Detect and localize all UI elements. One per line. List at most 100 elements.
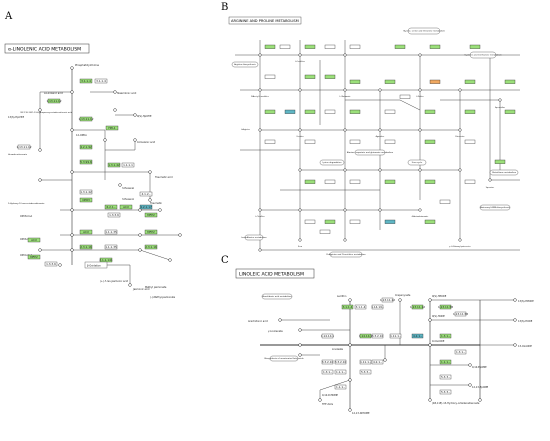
map-link-box: [231, 61, 259, 68]
compound-label: Creatine: [296, 135, 305, 138]
compound-node: [70, 128, 74, 132]
compound-node: [343, 128, 347, 132]
compound-node: [513, 343, 517, 347]
gene-label: 3.1.1.4: [356, 305, 366, 309]
gene-box: [411, 304, 424, 310]
compound-node: [38, 178, 42, 182]
gene-box: [79, 189, 93, 195]
gene-box: [144, 212, 158, 218]
compound-node: [298, 53, 302, 57]
gene-box: [304, 109, 316, 114]
compound-label: 9,10-DiHOME: [322, 394, 338, 397]
compound-label: 9(S)-HPODE: [432, 295, 447, 298]
gene-box: [354, 304, 367, 310]
gene-label: 1.1.1.-: [441, 360, 450, 364]
gene-label: 3.3.2.10: [335, 360, 347, 364]
gene-box: [381, 297, 394, 303]
compound-node: [58, 263, 62, 267]
compound-label: 9-OxoODE: [432, 340, 445, 343]
compound-node: [178, 233, 182, 237]
compound-node: [298, 88, 302, 92]
gene-box: [264, 139, 276, 144]
gene-box: [384, 79, 396, 84]
compound-label: 9-Hydroxy-12-oxo-octadecadienoate: [8, 202, 45, 205]
compound-node: [428, 318, 432, 322]
compound-label: 12-OPDA: [76, 134, 87, 137]
compound-label: (9Z,11E)-13-Hydroxy-octadecadienoate: [432, 402, 480, 405]
compound-node: [70, 208, 74, 212]
gene-label: ACX: [31, 238, 37, 242]
gene-box: [439, 389, 452, 395]
gene-box: [429, 79, 441, 84]
compound-node: [513, 298, 517, 302]
compound-label: N-Acetyl-L-ornithine: [251, 95, 270, 98]
gene-label: 1.11.1.-: [390, 334, 401, 338]
gene-box: [464, 109, 476, 114]
gene-box: [105, 125, 119, 131]
gene-box: [349, 139, 361, 144]
gene-box: [27, 237, 41, 243]
gene-label: 6.2.1.-: [106, 205, 115, 209]
map-link-label: D-Arginine and D-ornithine metabolism: [326, 253, 365, 256]
compound-node: [298, 208, 302, 212]
compound-node: [458, 128, 462, 132]
compound-node: [278, 318, 282, 322]
compound-label: Traumatic acid: [155, 176, 173, 179]
compound-label: OPC8-CoA: [20, 215, 33, 218]
compound-node: [478, 398, 482, 402]
compound-node: [298, 328, 302, 332]
gene-box: [389, 333, 402, 339]
compound-node: [418, 128, 422, 132]
gene-box: [439, 199, 451, 204]
gene-label: 1.3.3.6: [109, 213, 119, 217]
compound-label: 13(S)-HpOTrE: [8, 116, 25, 119]
compound-label: OPC6-CoA: [20, 238, 33, 241]
compound-label: Hexadecatrienoate: [8, 153, 28, 156]
gene-label: HPL1: [108, 126, 115, 130]
compound-node: [103, 138, 107, 142]
compound-node: [418, 208, 422, 212]
gene-box: [504, 79, 516, 84]
gene-label: 1.1.1.35: [105, 245, 117, 249]
compound-node: [113, 108, 117, 112]
compound-label: 13(S)-HODE: [518, 320, 533, 323]
gene-label: 3.1.1.4: [343, 305, 353, 309]
gene-box: [439, 304, 452, 310]
compound-node: [128, 283, 132, 287]
gene-box: [349, 109, 361, 114]
gene-box: [104, 244, 118, 250]
gene-box: [341, 304, 354, 310]
gene-label: 4.2.1.-: [373, 360, 382, 364]
compound-label: Spermidine: [495, 106, 506, 109]
compound-node: [118, 183, 122, 187]
compound-node: [70, 66, 74, 70]
panel-b-letter: B: [221, 2, 228, 13]
compound-label: Traumatin: [150, 202, 162, 205]
gene-box: [439, 333, 452, 339]
compound-label: Colnelenic acid: [137, 141, 156, 144]
gene-label: 5.3.3.-: [361, 370, 370, 374]
gene-box: [469, 44, 481, 49]
map-link-label: Aminoacyl-tRNA biosynthesis: [480, 206, 509, 209]
gene-box: [264, 74, 276, 79]
gene-box: [424, 179, 436, 184]
compound-node: [348, 298, 352, 302]
gene-box: [264, 44, 276, 49]
gene-box: [304, 44, 316, 49]
gene-box: [264, 109, 276, 114]
compound-node: [498, 98, 502, 102]
compound-node: [138, 248, 142, 252]
compound-node: [343, 88, 347, 92]
compound-label: α-Linolenic acid: [44, 92, 63, 95]
compound-label: Phosphatidylcholine: [75, 64, 99, 67]
gene-box: [79, 159, 93, 165]
gene-label: ACX: [83, 230, 89, 234]
gene-box: [411, 333, 424, 339]
compound-node: [458, 88, 462, 92]
compound-label: L-Glutamate: [339, 95, 351, 98]
gene-box: [494, 159, 506, 164]
compound-label: β-Oxidation: [87, 265, 101, 268]
compound-label: γ-Linolenate: [268, 330, 283, 333]
gene-label: 1.1.1.35: [105, 230, 117, 234]
